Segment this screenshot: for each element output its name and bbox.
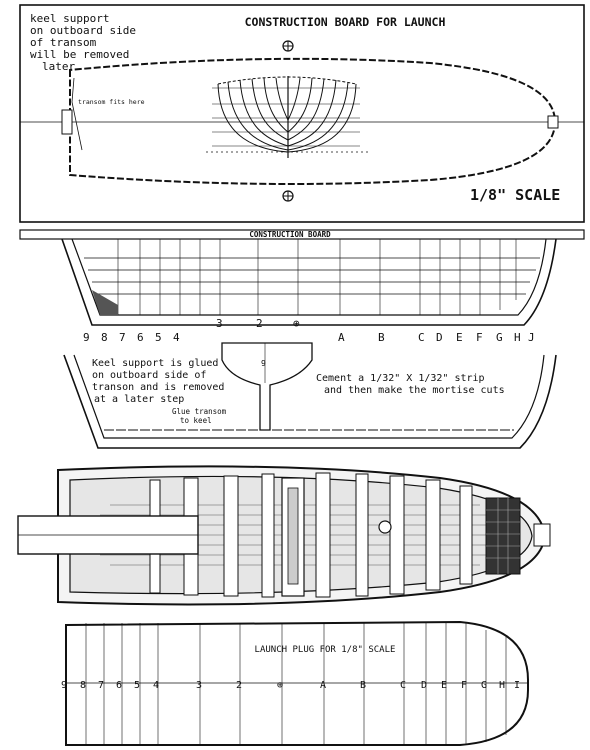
station-label: C: [400, 680, 406, 691]
plan-hull-outline: [69, 57, 557, 185]
station-label: 6: [116, 680, 122, 691]
station-label: J: [528, 331, 535, 344]
station-label: 4: [173, 331, 180, 344]
station-label: H: [499, 680, 505, 691]
launch-plug-drawing: LAUNCH PLUG FOR 1/8" SCALE 9 8 7 6 5 4 3…: [61, 620, 529, 746]
station-label: C: [418, 331, 425, 344]
note-line: will be removed: [30, 48, 129, 61]
station-label: 9: [61, 680, 67, 691]
stem-block: [547, 115, 559, 129]
note-line: keel support: [30, 12, 109, 25]
transom-section: [221, 342, 313, 431]
station-label: A: [320, 680, 326, 691]
section-hull-inner: [73, 354, 545, 439]
profile-transom-shade: [92, 290, 118, 315]
station-label: 8: [101, 331, 108, 344]
station-label: 4: [153, 680, 159, 691]
profile-station-lines: [117, 239, 517, 315]
plan-frame: [19, 4, 585, 223]
keelson-slot: [287, 487, 299, 585]
station-label: B: [360, 680, 366, 691]
plan-title: CONSTRUCTION BOARD FOR LAUNCH: [245, 15, 446, 29]
station-label: E: [456, 331, 463, 344]
note-line: and then make the mortise cuts: [324, 385, 505, 396]
station-label: 6: [137, 331, 144, 344]
glue-transom-note: Glue transom to keel: [172, 407, 227, 425]
station-label: D: [421, 680, 427, 691]
profile-drawing: CONSTRUCTION BOARD 9 8 7 6 5 4 3: [19, 229, 585, 344]
station-label: 2: [256, 317, 263, 330]
note-line: Glue transom: [172, 407, 227, 416]
transom-label: transom fits here: [78, 98, 145, 106]
scale-label: 1/8" SCALE: [470, 186, 560, 204]
note-line: on outboard side of: [92, 370, 206, 381]
station-label: F: [461, 680, 467, 691]
registration-mark-icon: [282, 40, 294, 52]
note-line: of transom: [30, 36, 97, 49]
note-line: at a later step: [94, 394, 184, 405]
station-label: 3: [216, 317, 223, 330]
station-label: 8: [80, 680, 86, 691]
plug-outline: [65, 620, 529, 746]
station-label: A: [338, 331, 345, 344]
keel-support-note: keel support on outboard side of transom…: [30, 12, 136, 73]
plug-station-labels: 9 8 7 6 5 4 3 2 ⊕ A B C D E F G H I: [61, 680, 520, 691]
bow-grating: [485, 497, 521, 575]
keel-section-drawing: 9 Keel support is glued on outboard side…: [63, 342, 557, 449]
station-label: 7: [98, 680, 104, 691]
note-line: on outboard side: [30, 24, 136, 37]
station-label: 3: [196, 680, 202, 691]
station-label: 5: [134, 680, 140, 691]
station-label: 9: [83, 331, 90, 344]
profile-hull-inner: [71, 238, 547, 316]
station-label: B: [378, 331, 385, 344]
plug-station-lines: [85, 623, 507, 745]
transom-block: [61, 109, 73, 135]
transom-pointer: [71, 101, 83, 151]
station-label: ⊕: [277, 680, 283, 691]
section-hull-outer: [63, 354, 557, 449]
station-label: ⊕: [293, 317, 300, 330]
grating-lines: [486, 498, 520, 574]
body-plan: [206, 76, 370, 158]
construction-board-label: CONSTRUCTION BOARD: [249, 230, 331, 239]
station-label: 2: [236, 680, 242, 691]
station-label: I: [514, 680, 520, 691]
station-label: D: [436, 331, 443, 344]
station-label: E: [441, 680, 447, 691]
station-labels: 9 8 7 6 5 4 3 2 ⊕ A B C D E F G H J: [83, 317, 535, 344]
note-line: later: [42, 60, 75, 73]
transom-mark: 9: [261, 359, 266, 368]
construction-board-band: [19, 229, 585, 240]
station-label: 7: [119, 331, 126, 344]
keel-support-glued-note: Keel support is glued on outboard side o…: [92, 358, 224, 405]
stem-post: [533, 523, 551, 547]
note-line: Cement a 1/32" X 1/32" strip: [316, 373, 485, 384]
transom-pointer-2: [71, 77, 75, 103]
note-line: Keel support is glued: [92, 358, 218, 369]
construction-board-plan: CONSTRUCTION BOARD FOR LAUNCH keel suppo…: [19, 4, 585, 223]
registration-mark-icon: [282, 190, 294, 202]
hull-top-view: [17, 465, 551, 606]
plug-title: LAUNCH PLUG FOR 1/8" SCALE: [255, 645, 396, 655]
cement-strip-note: Cement a 1/32" X 1/32" strip and then ma…: [316, 373, 505, 396]
station-label: H: [514, 331, 521, 344]
station-label: 5: [155, 331, 162, 344]
mast-step-icon: [378, 520, 392, 534]
profile-waterlines: [84, 257, 540, 295]
station-label: G: [496, 331, 503, 344]
note-line: to keel: [180, 416, 212, 425]
station-label: G: [481, 680, 487, 691]
profile-hull-outer: [61, 238, 557, 326]
note-line: transon and is removed: [92, 382, 224, 393]
station-label: F: [476, 331, 483, 344]
